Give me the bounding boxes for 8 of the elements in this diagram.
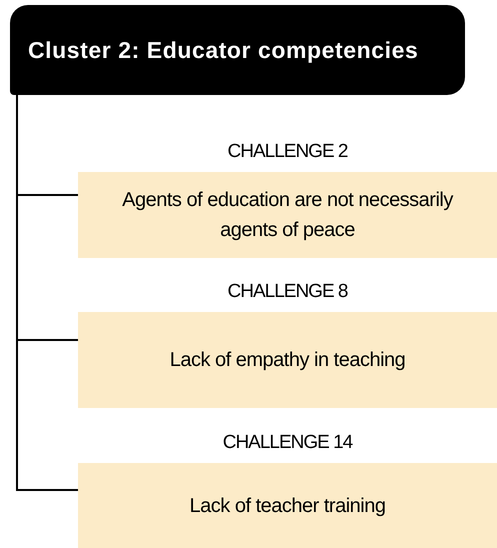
challenge-text: Lack of empathy in teaching [170,348,406,373]
challenge-text: Lack of teacher training [190,494,386,518]
cluster-header [10,5,465,95]
challenge-heading: CHALLENGE 14 [222,430,352,454]
challenge-heading: CHALLENGE 2 [228,140,348,164]
challenge-text: Agents of education are not necessarily agents of peace [121,188,454,243]
challenge-heading: CHALLENGE 8 [228,280,348,304]
cluster-title: Cluster 2: Educator competencies [28,36,418,65]
